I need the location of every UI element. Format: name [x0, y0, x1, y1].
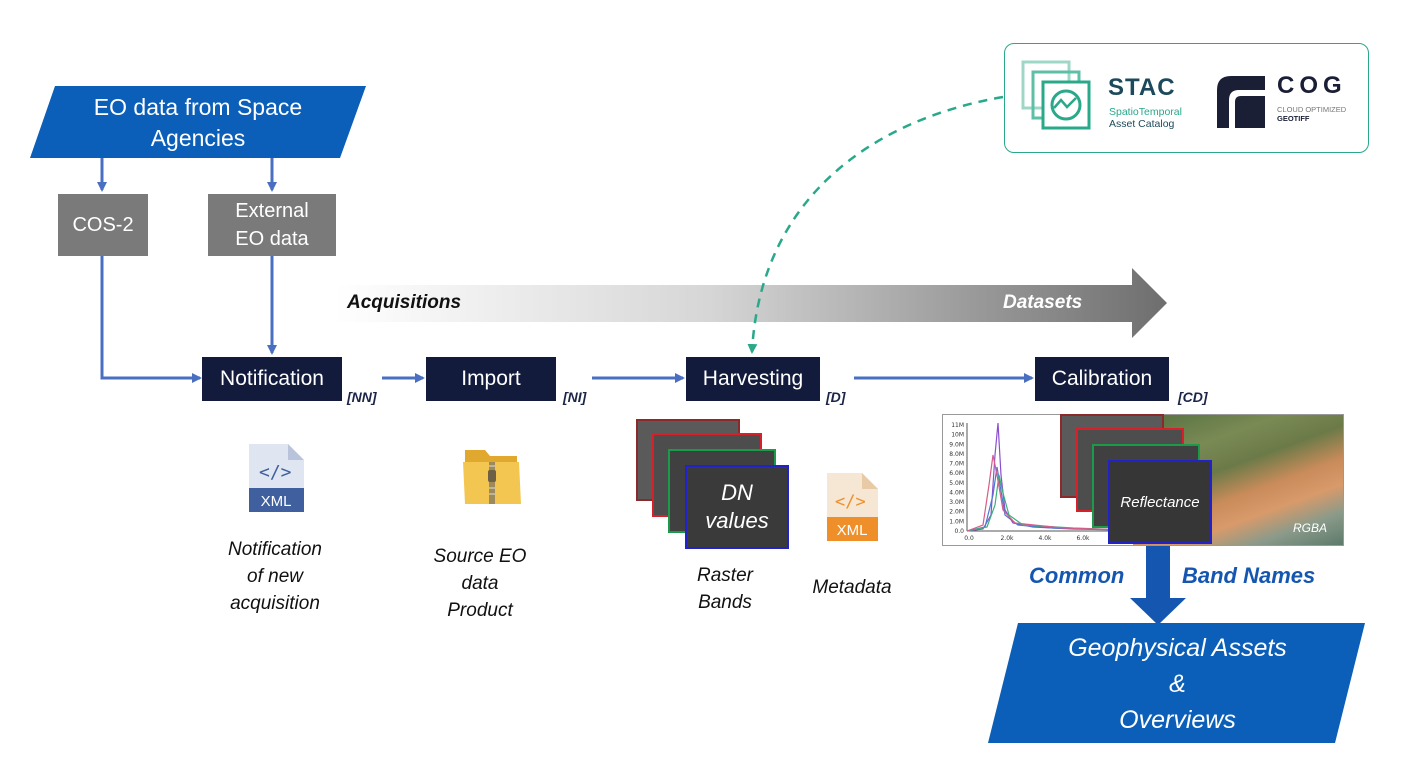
- caption-notification-line1: Notification: [228, 539, 322, 560]
- hist-y-tick: 11M: [951, 422, 964, 429]
- caption-notification: Notification of new acquisition: [205, 536, 345, 617]
- hist-y-tick: 2.0M: [949, 509, 964, 516]
- rgba-label: RGBA: [1292, 521, 1327, 535]
- hist-y-tick: 7.0M: [949, 461, 964, 468]
- svg-text:</>: </>: [259, 462, 292, 483]
- cos2-label: COS-2: [72, 214, 134, 236]
- connector-cos2-notification: [100, 256, 202, 383]
- caption-notification-line3: acquisition: [230, 593, 320, 614]
- caption-raster-line2: Bands: [698, 592, 752, 613]
- metadata-icon-label: XML: [837, 522, 868, 539]
- hist-x-tick: 6.0k: [1076, 535, 1090, 542]
- band-names-left: Common: [1029, 563, 1125, 588]
- datasets-label: Datasets: [1003, 292, 1083, 313]
- reflectance-label: Reflectance: [1120, 493, 1200, 511]
- cog-subtitle-line1: CLOUD OPTIMIZED: [1277, 105, 1347, 114]
- hist-y-tick: 10M: [951, 432, 964, 439]
- dn-label-line2: values: [705, 508, 769, 533]
- caption-import-line2: data: [461, 573, 499, 594]
- stage-notification-label: Notification: [220, 367, 324, 390]
- svg-text:</>: </>: [835, 492, 866, 512]
- output-title: Geophysical Assets & Overviews: [1005, 630, 1350, 738]
- hist-y-tick: 9.0M: [949, 441, 964, 448]
- source-title-line1: EO data from Space: [93, 94, 303, 120]
- external-label-line2: EO data: [235, 228, 309, 250]
- stac-subtitle-line1: SpatioTemporal: [1109, 106, 1182, 118]
- stac-logo-icon: [1021, 60, 1091, 130]
- cos2-box: COS-2: [58, 194, 148, 256]
- caption-notification-line2: of new: [247, 566, 303, 587]
- hist-x-tick: 4.0k: [1038, 535, 1052, 542]
- caption-import-line1: Source EO: [433, 546, 527, 567]
- cog-logo-icon: [1217, 76, 1265, 128]
- stage-harvesting-label: Harvesting: [702, 367, 804, 390]
- hist-y-tick: 8.0M: [949, 451, 964, 458]
- zip-folder-icon: [463, 450, 521, 504]
- output-down-arrow: [1130, 545, 1186, 625]
- source-title-line2: Agencies: [150, 125, 246, 151]
- code-nn: [NN]: [347, 389, 377, 405]
- stage-import: Import: [426, 357, 556, 401]
- hist-x-tick: 2.0k: [1000, 535, 1014, 542]
- code-cd: [CD]: [1178, 389, 1208, 405]
- source-parallelogram: [30, 86, 366, 158]
- hist-curve-blue: [966, 466, 1129, 532]
- caption-raster-line1: Raster: [697, 565, 753, 586]
- stage-notification: Notification: [202, 357, 342, 401]
- raster-tile-dn: DN values: [685, 465, 789, 549]
- hist-y-tick: 4.0M: [949, 489, 964, 496]
- hist-y-tick: 0.0: [954, 528, 964, 535]
- xml-file-icon: </> XML: [249, 444, 304, 512]
- caption-raster: Raster Bands: [680, 562, 770, 616]
- xml-icon-label: XML: [261, 493, 292, 510]
- output-title-line3: Overviews: [1119, 706, 1236, 734]
- caption-metadata: Metadata: [812, 577, 892, 598]
- stage-calibration: Calibration: [1035, 357, 1169, 401]
- cog-subtitle: CLOUD OPTIMIZED GEOTIFF: [1277, 105, 1346, 123]
- output-title-line2: &: [1169, 670, 1186, 698]
- stac-link-curve: [747, 95, 1004, 354]
- stac-title: STAC: [1108, 74, 1176, 101]
- hist-y-tick: 5.0M: [949, 480, 964, 487]
- stage-harvesting: Harvesting: [686, 357, 820, 401]
- code-d: [D]: [826, 389, 846, 405]
- calib-tile-reflectance: Reflectance: [1108, 460, 1212, 544]
- acquisitions-label: Acquisitions: [347, 292, 462, 313]
- metadata-xml-icon: </> XML: [827, 473, 878, 541]
- dn-label-line1: DN: [721, 480, 753, 505]
- flow-arrow: [335, 268, 1167, 338]
- stage-import-label: Import: [461, 367, 521, 390]
- stage-calibration-label: Calibration: [1051, 367, 1153, 390]
- output-parallelogram: [988, 623, 1365, 743]
- stac-subtitle-line2: Asset Catalog: [1109, 118, 1175, 130]
- stac-subtitle: SpatioTemporal Asset Catalog: [1109, 106, 1182, 130]
- code-ni: [NI]: [563, 389, 587, 405]
- standards-logo-box: STAC SpatioTemporal Asset Catalog COG CL…: [1004, 43, 1369, 153]
- hist-y-tick: 6.0M: [949, 470, 964, 477]
- hist-y-tick: 1.0M: [949, 518, 964, 525]
- output-title-line1: Geophysical Assets: [1068, 634, 1287, 662]
- cog-title: COG: [1277, 72, 1347, 99]
- caption-import-line3: Product: [447, 600, 513, 621]
- band-names-right: Band Names: [1182, 563, 1316, 588]
- hist-curve-pink: [966, 454, 1129, 532]
- hist-y-tick: 3.0M: [949, 499, 964, 506]
- external-label-line1: External: [235, 200, 309, 222]
- cog-subtitle-line2: GEOTIFF: [1277, 114, 1310, 123]
- source-title: EO data from Space Agencies: [40, 92, 356, 154]
- hist-x-tick: 0.0: [964, 535, 974, 542]
- external-eo-data-box: External EO data: [208, 194, 336, 256]
- caption-import: Source EO data Product: [420, 543, 540, 624]
